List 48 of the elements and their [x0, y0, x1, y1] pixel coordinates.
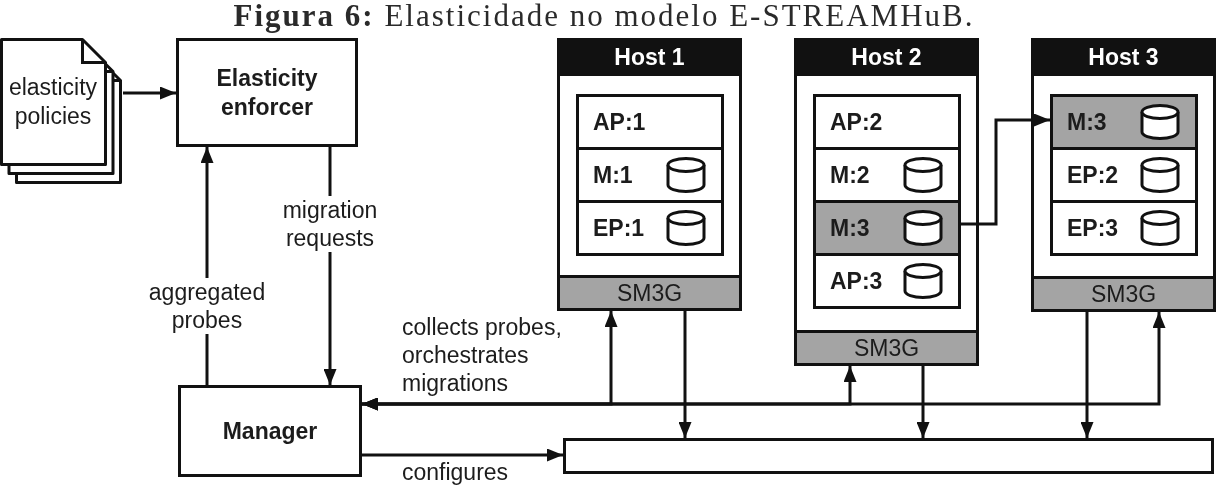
component-row [813, 147, 961, 203]
component-row [1050, 147, 1198, 203]
component-label: M:3 [1067, 108, 1107, 136]
host-box [557, 38, 742, 311]
arrow [123, 86, 176, 100]
host-header: Host 3 [1031, 38, 1216, 76]
service-band [1031, 276, 1216, 312]
arrow [362, 448, 563, 462]
arrow [1080, 312, 1094, 438]
component-label: EP:1 [593, 214, 645, 242]
component-row [813, 200, 961, 256]
arrow [916, 366, 930, 438]
component-row [1050, 94, 1198, 150]
host-header: Host 2 [794, 38, 979, 76]
component-row [813, 94, 961, 150]
double-headed-arrow [362, 312, 1166, 411]
host-box [1031, 38, 1216, 312]
node-label: elasticity policies [8, 74, 98, 129]
process-box [176, 38, 358, 147]
component-row [576, 200, 724, 256]
component-row [576, 94, 724, 150]
component-label: M:3 [830, 214, 870, 242]
component-row [1050, 200, 1198, 256]
arrow [961, 113, 1050, 226]
host-box [794, 38, 979, 366]
edge-label: collects probes, orchestrates migrations [402, 313, 563, 397]
edge-label: configures [402, 459, 509, 485]
component-row [813, 253, 961, 309]
component-label: EP:2 [1067, 161, 1119, 189]
component-label: M:2 [830, 161, 870, 189]
component-label: AP:3 [830, 267, 883, 295]
component-label: AP:2 [830, 108, 883, 136]
service-band [557, 275, 742, 311]
node-label: Elasticity enforcer [215, 63, 319, 122]
figure-title: Figura 6: Elasticidade no modelo E-STREAMHuB. [233, 0, 975, 34]
process-box [178, 385, 362, 477]
node-label: SM3G [616, 279, 683, 307]
component-row [576, 147, 724, 203]
node-label: SM3G [1090, 280, 1157, 308]
component-label: M:1 [593, 161, 633, 189]
node-label: Manager [222, 416, 318, 446]
service-band [794, 330, 979, 366]
wide-box [563, 438, 1214, 474]
component-label: AP:1 [593, 108, 646, 136]
node-label: SM3G [853, 334, 920, 362]
host-header: Host 1 [557, 38, 742, 76]
arrow [678, 311, 692, 438]
component-label: EP:3 [1067, 214, 1119, 242]
